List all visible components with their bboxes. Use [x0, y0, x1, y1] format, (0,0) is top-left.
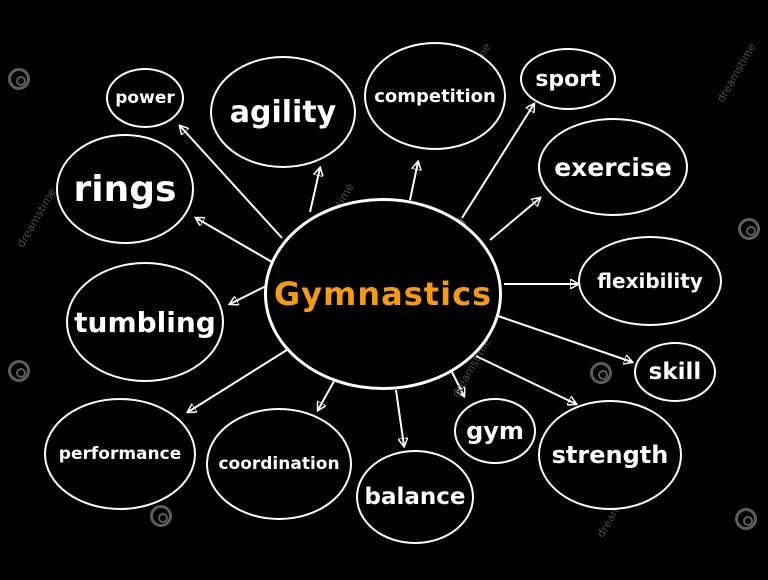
arrow-to-agility: [309, 168, 320, 213]
arrow-to-gym: [451, 371, 464, 396]
arrow-to-competition: [409, 162, 418, 201]
arrow-to-strength: [475, 355, 576, 404]
node-skill-label: skill: [648, 359, 702, 385]
arrow-to-tumbling: [230, 285, 267, 304]
node-flexibility: flexibility: [578, 236, 722, 326]
arrow-to-rings: [196, 218, 273, 263]
node-balance: balance: [356, 450, 474, 544]
node-gym-label: gym: [466, 417, 524, 445]
node-rings: rings: [56, 134, 194, 244]
node-performance: performance: [44, 398, 196, 510]
node-exercise: exercise: [538, 118, 688, 216]
arrow-to-balance: [395, 389, 404, 446]
node-rings-label: rings: [73, 168, 177, 210]
arrow-to-power: [180, 126, 283, 239]
node-competition: competition: [364, 42, 506, 150]
node-sport-label: sport: [535, 66, 601, 92]
node-coordination: coordination: [206, 408, 352, 520]
arrow-to-skill: [497, 315, 632, 362]
node-agility-label: agility: [229, 94, 337, 130]
watermark-logo-icon: [150, 505, 172, 527]
node-tumbling-label: tumbling: [74, 305, 216, 339]
node-sport: sport: [520, 48, 616, 110]
node-exercise-label: exercise: [554, 152, 672, 182]
node-strength: strength: [538, 400, 682, 510]
watermark-logo-icon: [590, 362, 612, 384]
node-agility: agility: [210, 56, 356, 168]
node-balance-label: balance: [364, 484, 466, 510]
node-strength-label: strength: [551, 441, 669, 469]
node-skill: skill: [634, 342, 716, 402]
node-performance-label: performance: [58, 444, 182, 464]
node-power-label: power: [115, 88, 175, 108]
center-topic-label: Gymnastics: [273, 275, 493, 313]
node-coordination-label: coordination: [218, 454, 340, 474]
watermark-logo-icon: [8, 68, 30, 90]
center-topic: Gymnastics: [264, 198, 502, 390]
node-gym: gym: [454, 398, 536, 464]
arrow-to-performance: [188, 347, 291, 412]
arrow-to-sport: [461, 104, 534, 219]
arrow-to-exercise: [489, 198, 540, 241]
node-power: power: [106, 68, 184, 128]
node-competition-label: competition: [374, 85, 496, 107]
watermark-logo-icon: [738, 218, 760, 240]
node-flexibility-label: flexibility: [597, 269, 703, 293]
node-tumbling: tumbling: [66, 262, 224, 382]
watermark-logo-icon: [8, 360, 30, 382]
watermark-logo-icon: [735, 508, 757, 530]
